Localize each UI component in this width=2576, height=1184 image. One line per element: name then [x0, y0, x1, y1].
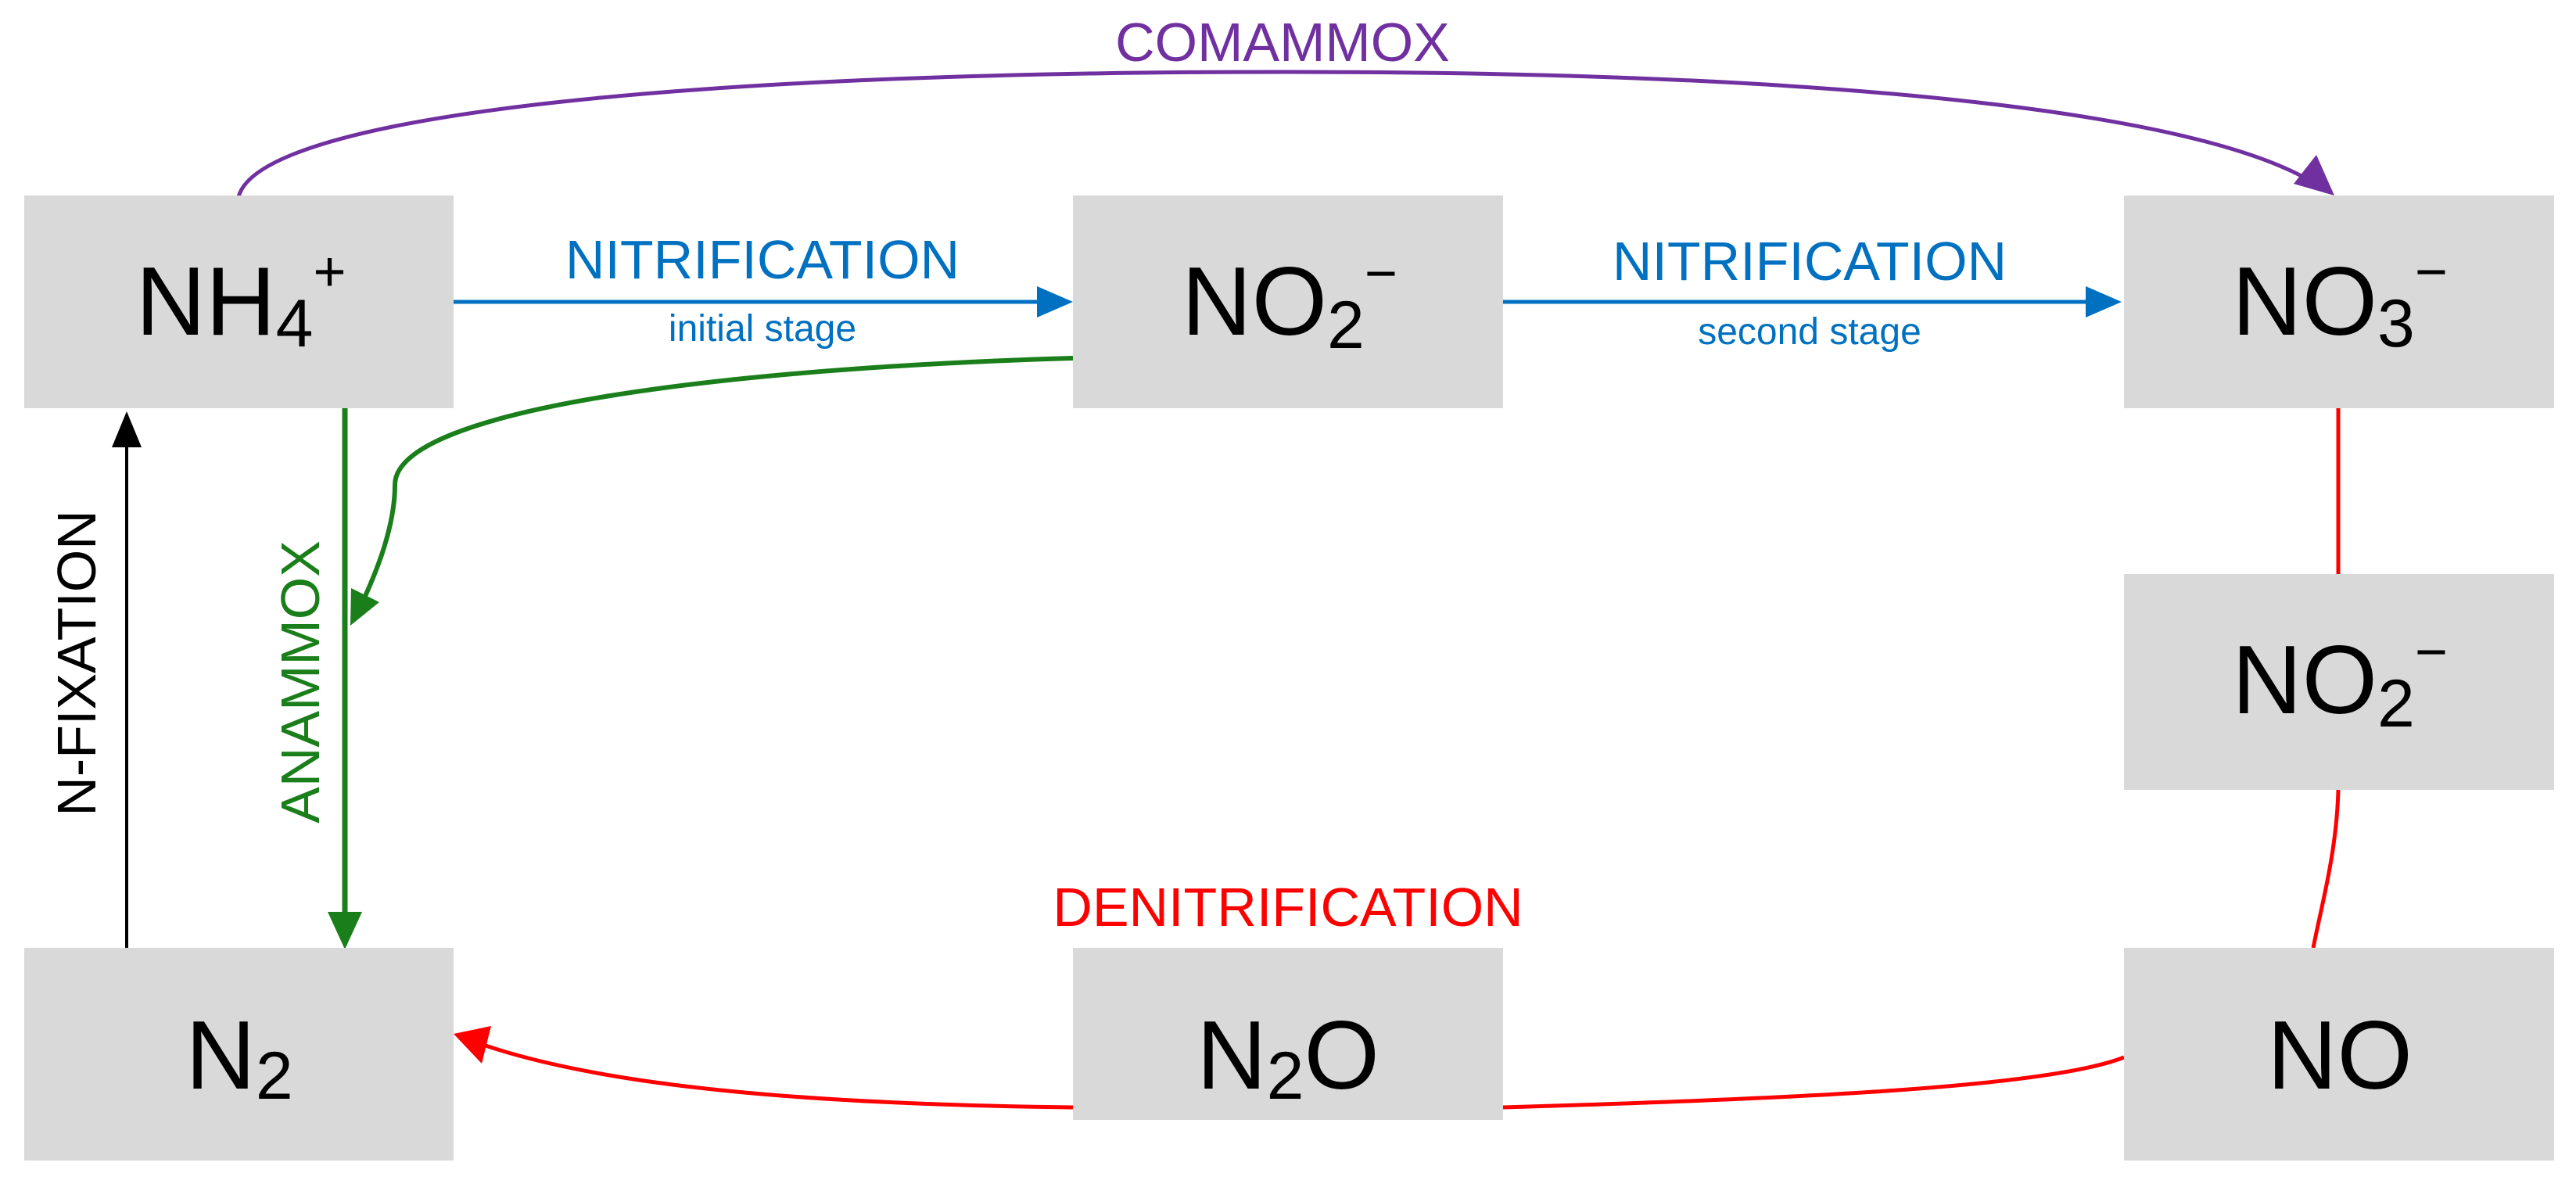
denit-no2-no-line [2311, 789, 2341, 949]
nitrification-second-title: NITRIFICATION [1613, 231, 2007, 292]
nitrification-second-stage: second stage [1698, 311, 1921, 353]
denit-no-n2o-line [1502, 1055, 2125, 1110]
anammox-curve-arrowhead [350, 588, 379, 626]
nitrification-second-arrowhead [2086, 286, 2122, 318]
no-box: NO [2124, 948, 2554, 1161]
anammox-curve-arrow [357, 356, 1074, 610]
no3-label: NO3− [2232, 241, 2448, 361]
nh4-box: NH4+ [24, 196, 454, 408]
n2-box: N2 [24, 948, 454, 1161]
no3-box: NO3− [2124, 196, 2554, 408]
no-label: NO [2267, 1002, 2413, 1110]
nitrification-initial-title: NITRIFICATION [565, 229, 960, 290]
n-fixation-label: N-FIXATION [46, 510, 107, 816]
comammox-label: COMAMMOX [1115, 12, 1450, 73]
n2o-label: N2O [1197, 1002, 1379, 1114]
comammox-arrowhead [2294, 155, 2334, 196]
no2-right-box: NO2− [2124, 574, 2554, 790]
n-fixation-arrowhead [112, 411, 142, 447]
denit-n2o-n2-arrowhead [454, 1026, 491, 1064]
no2-right-label: NO2− [2232, 621, 2448, 741]
denitrification-label: DENITRIFICATION [1053, 877, 1523, 938]
comammox-arrow [236, 70, 2328, 198]
n2-label: N2 [185, 1002, 292, 1114]
no2-top-label: NO2− [1182, 242, 1397, 363]
n2o-box: N2O [1073, 948, 1503, 1120]
nitrification-initial-stage: initial stage [669, 308, 856, 350]
anammox-label: ANAMMOX [270, 540, 331, 823]
anammox-vertical-arrowhead [328, 912, 362, 949]
no2-top-box: NO2− [1073, 196, 1503, 408]
nitrification-initial-arrowhead [1037, 286, 1073, 318]
denit-n2o-n2-arrow [480, 1042, 1074, 1110]
nh4-label: NH4+ [136, 241, 346, 361]
